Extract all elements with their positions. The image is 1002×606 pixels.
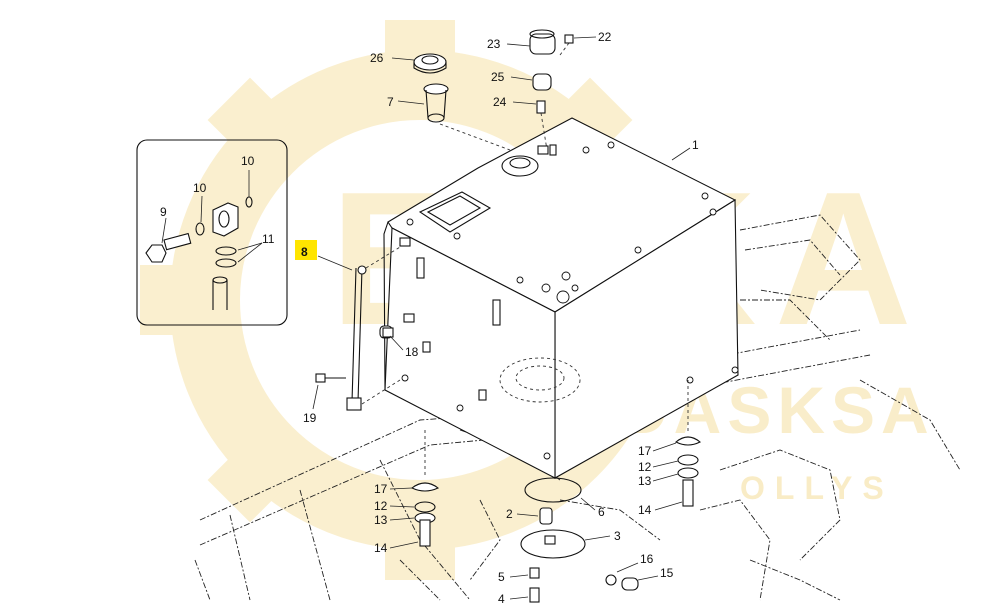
fitting-2-icon — [539, 507, 553, 525]
callout-22[interactable]: 22 — [598, 30, 612, 44]
callout-26[interactable]: 26 — [370, 51, 384, 65]
callout-9[interactable]: 9 — [160, 205, 167, 219]
bolt-4-icon — [529, 587, 540, 603]
machine-frame — [194, 214, 961, 601]
callout-15[interactable]: 15 — [660, 566, 674, 580]
bolt-icon — [145, 232, 192, 263]
fuel-tank — [383, 117, 739, 479]
mount-right — [675, 380, 701, 507]
callout-13b[interactable]: 13 — [638, 474, 652, 488]
callout-14b[interactable]: 14 — [638, 503, 652, 517]
screw-22-icon — [559, 34, 574, 56]
callout-17b[interactable]: 17 — [638, 444, 652, 458]
callout-13a[interactable]: 13 — [374, 513, 388, 527]
sender-plate-3-icon — [520, 529, 586, 559]
callout-16[interactable]: 16 — [640, 552, 654, 566]
leader-lines — [312, 36, 691, 600]
callout-10b[interactable]: 10 — [241, 154, 255, 168]
callout-14a[interactable]: 14 — [374, 541, 388, 555]
oring-6-icon — [524, 477, 582, 503]
breather-23-icon — [529, 29, 556, 55]
bolt-5-icon — [529, 567, 540, 579]
callout-17a[interactable]: 17 — [374, 482, 388, 496]
callout-4[interactable]: 4 — [498, 592, 505, 606]
fitting-24-icon — [536, 100, 557, 156]
fitting-block-icon — [212, 202, 239, 237]
callout-6[interactable]: 6 — [598, 505, 605, 519]
mount-left — [410, 430, 440, 547]
callout-8-highlight — [295, 240, 317, 260]
plug-15-icon — [621, 577, 639, 591]
callout-3[interactable]: 3 — [614, 529, 621, 543]
callout-23[interactable]: 23 — [487, 37, 501, 51]
callout-11[interactable]: 11 — [262, 232, 275, 246]
callout-10a[interactable]: 10 — [193, 181, 207, 195]
callout-8[interactable]: 8 — [301, 245, 308, 259]
washer-16-icon — [605, 574, 617, 586]
callout-2[interactable]: 2 — [506, 507, 513, 521]
callouts: 1 2 3 4 5 6 7 8 9 10 10 11 12 12 13 13 1… — [160, 30, 699, 606]
breather-part-25-icon — [532, 73, 552, 91]
callout-1[interactable]: 1 — [692, 138, 699, 152]
o-ring-icon — [195, 222, 205, 236]
callout-24[interactable]: 24 — [493, 95, 507, 109]
o-ring-icon — [215, 258, 237, 268]
inset-detail-box — [136, 139, 288, 326]
strainer-7-icon — [423, 83, 511, 151]
bolt-18-icon — [382, 327, 394, 338]
bolt-19-icon — [315, 373, 346, 383]
o-ring-icon — [215, 246, 237, 256]
callout-5[interactable]: 5 — [498, 570, 505, 584]
cap-26-icon — [413, 53, 447, 74]
callout-7[interactable]: 7 — [387, 95, 394, 109]
hose-icon — [212, 280, 228, 310]
callout-19[interactable]: 19 — [303, 411, 317, 425]
callout-12b[interactable]: 12 — [638, 460, 652, 474]
callout-18[interactable]: 18 — [405, 345, 419, 359]
callout-12a[interactable]: 12 — [374, 499, 388, 513]
callout-25[interactable]: 25 — [491, 70, 505, 84]
